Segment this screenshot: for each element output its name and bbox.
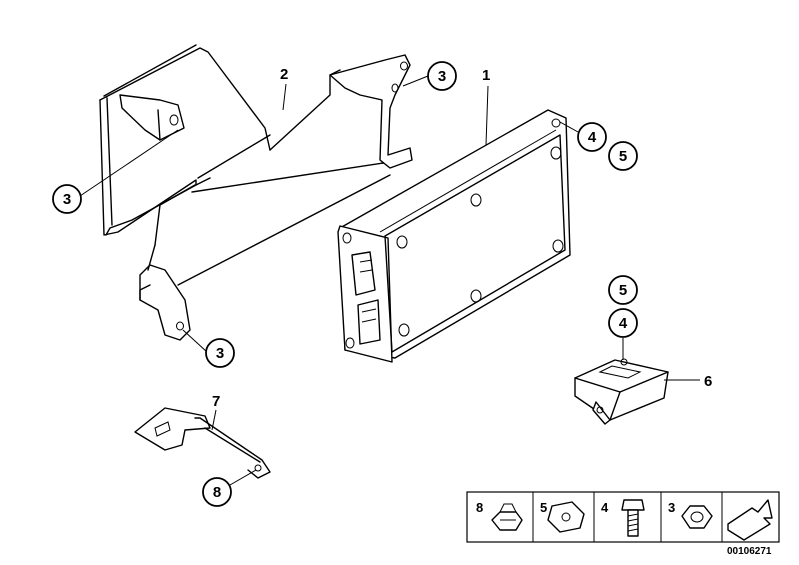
callout-2-label: 2 bbox=[280, 66, 288, 83]
legend-item-4-label: 4 bbox=[601, 500, 609, 515]
legend-item-8: 8 bbox=[476, 500, 523, 531]
callout-8-label: 8 bbox=[213, 484, 221, 501]
callout-3-left: 3 bbox=[52, 184, 82, 214]
callout-3-top: 3 bbox=[427, 61, 457, 91]
callout-2: 2 bbox=[280, 66, 288, 83]
callout-3-left-label: 3 bbox=[63, 191, 71, 208]
callout-7-label: 7 bbox=[212, 393, 220, 410]
legend-item-8-label: 8 bbox=[476, 500, 483, 515]
callout-7: 7 bbox=[212, 393, 220, 410]
callout-4-right: 4 bbox=[608, 308, 638, 338]
bracket-holder bbox=[99, 44, 413, 341]
hex-nut-icon bbox=[681, 505, 713, 529]
callout-3-bottom: 3 bbox=[205, 338, 235, 368]
callout-5-right-label: 5 bbox=[619, 282, 627, 299]
legend-item-5: 5 bbox=[540, 500, 585, 533]
callout-3-top-label: 3 bbox=[438, 68, 446, 85]
spring-clip-icon bbox=[547, 501, 585, 533]
control-unit bbox=[337, 109, 571, 363]
small-module bbox=[574, 358, 669, 425]
callout-6-label: 6 bbox=[704, 373, 712, 390]
callout-6: 6 bbox=[704, 373, 712, 390]
legend-item-3: 3 bbox=[668, 500, 713, 529]
callout-5-top: 5 bbox=[608, 141, 638, 171]
legend-item-3-label: 3 bbox=[668, 500, 675, 515]
callout-5-top-label: 5 bbox=[619, 148, 627, 165]
legend-item-4: 4 bbox=[601, 499, 645, 537]
legend-item-5-label: 5 bbox=[540, 500, 547, 515]
diagram-code: 00106271 bbox=[727, 546, 772, 557]
leader-lines bbox=[79, 75, 700, 486]
callout-4-right-label: 4 bbox=[619, 315, 628, 332]
callout-4-top-label: 4 bbox=[588, 129, 597, 146]
callout-4-top: 4 bbox=[577, 122, 607, 152]
callout-8: 8 bbox=[202, 477, 232, 507]
arrow-icon bbox=[727, 499, 773, 541]
small-bracket bbox=[134, 407, 271, 479]
callout-3-bottom-label: 3 bbox=[216, 345, 224, 362]
callout-1-label: 1 bbox=[482, 67, 490, 84]
bolt-icon bbox=[621, 499, 645, 511]
callout-5-right: 5 bbox=[608, 275, 638, 305]
callout-1: 1 bbox=[482, 67, 490, 84]
hardware-legend: 8 5 4 3 bbox=[466, 491, 780, 543]
